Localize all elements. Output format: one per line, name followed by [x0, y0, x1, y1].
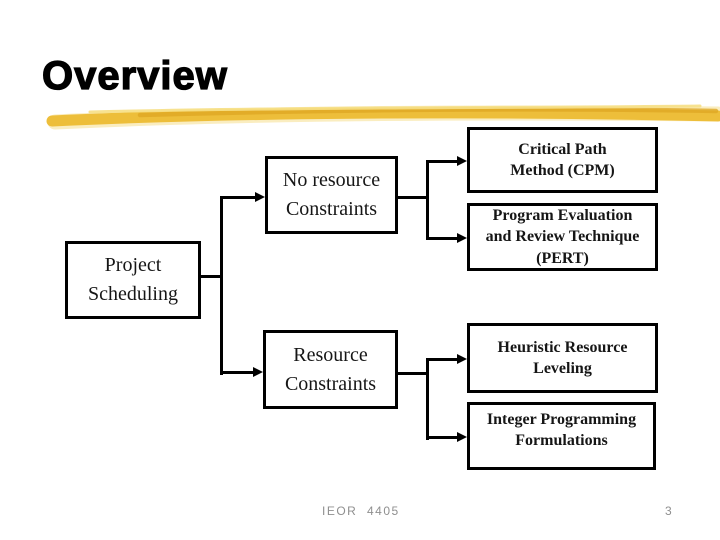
node-label: Project Scheduling: [88, 254, 178, 305]
node-label: Critical Path Method (CPM): [510, 140, 615, 179]
node-label: Program Evaluation and Review Technique …: [485, 207, 640, 267]
footer-page-number: 3: [665, 504, 672, 518]
swoosh-light-stroke: [88, 104, 702, 114]
node-cpm: Critical Path Method (CPM): [467, 127, 658, 193]
connector-upper-split-vertical: [426, 160, 429, 240]
arrowhead-to-no-resource: [255, 192, 265, 202]
node-heuristic-resource-leveling: Heuristic Resource Leveling: [467, 323, 658, 393]
connector-to-cpm: [426, 160, 458, 163]
footer-course-code: IEOR 4405: [322, 504, 400, 518]
arrowhead-to-cpm: [457, 156, 467, 166]
connector-resource-exit: [396, 372, 429, 375]
node-project-scheduling: Project Scheduling: [65, 241, 201, 319]
node-no-resource-constraints: No resource Constraints: [265, 156, 398, 234]
arrowhead-to-pert: [457, 233, 467, 243]
connector-root-vertical: [220, 196, 223, 375]
slide-title: Overview: [41, 53, 228, 98]
connector-to-resource: [220, 371, 254, 374]
node-integer-programming: Integer Programming Formulations: [467, 402, 656, 470]
node-label: Integer Programming Formulations: [486, 411, 637, 450]
swoosh-dark-stroke: [137, 107, 719, 118]
connector-lower-split-vertical: [426, 358, 429, 440]
node-pert: Program Evaluation and Review Technique …: [467, 203, 658, 271]
node-label: Heuristic Resource Leveling: [497, 338, 628, 377]
arrowhead-to-integer: [457, 432, 467, 442]
connector-to-pert: [426, 237, 458, 240]
node-label: No resource Constraints: [282, 169, 381, 220]
node-label: Resource Constraints: [284, 343, 377, 395]
connector-to-heuristic: [426, 358, 458, 361]
arrowhead-to-heuristic: [457, 354, 467, 364]
connector-to-integer: [426, 436, 458, 439]
connector-to-no-resource: [220, 196, 256, 199]
connector-no-resource-exit: [396, 196, 429, 199]
node-resource-constraints: Resource Constraints: [263, 330, 398, 409]
arrowhead-to-resource: [253, 367, 263, 377]
swoosh-main-stroke: [46, 107, 720, 127]
highlight-swoosh-graphic: [46, 104, 720, 130]
connector-root-exit: [199, 275, 223, 278]
